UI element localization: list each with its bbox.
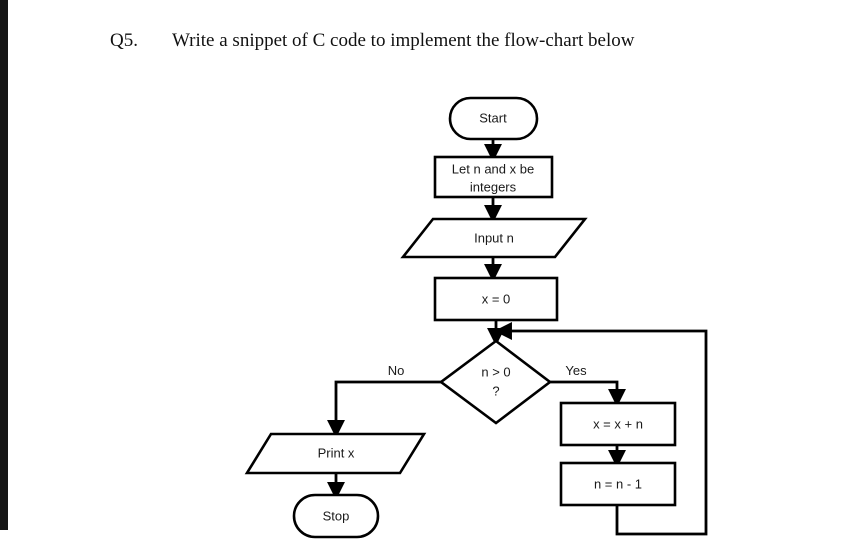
stop-terminator-shape xyxy=(292,493,380,539)
connector-layer xyxy=(327,139,708,536)
decision-diamond-shape xyxy=(438,339,553,425)
accum-process-shape xyxy=(559,401,677,447)
scan-edge-artifact xyxy=(0,0,8,530)
edge-decision-no-to-print xyxy=(327,380,441,438)
page-title: Q5. Write a snippet of C code to implemen… xyxy=(110,30,770,52)
input-parallelogram-shape xyxy=(400,217,588,259)
node-input[interactable]: Input n xyxy=(400,217,588,259)
node-accum[interactable]: x = x + n xyxy=(559,401,677,447)
question-text: Write a snippet of C code to implement t… xyxy=(172,30,635,51)
init-label: x = 0 xyxy=(482,291,511,306)
node-print[interactable]: Print x xyxy=(244,432,427,475)
declare-process-shape xyxy=(433,155,554,199)
decision-label-line2: ? xyxy=(492,383,499,398)
decision-label-line1: n > 0 xyxy=(481,364,510,379)
edge-decr-loopback-to-decision xyxy=(494,322,708,536)
branch-label-yes: Yes xyxy=(565,363,587,378)
decr-label: n = n - 1 xyxy=(594,476,642,491)
input-label: Input n xyxy=(474,230,514,245)
print-parallelogram-shape xyxy=(244,432,427,475)
declare-label-line2: integers xyxy=(470,179,517,194)
start-terminator-shape xyxy=(448,96,539,141)
init-process-shape xyxy=(433,276,559,322)
node-stop[interactable]: Stop xyxy=(292,493,380,539)
accum-label: x = x + n xyxy=(593,416,643,431)
node-start[interactable]: Start xyxy=(448,96,539,141)
node-declare[interactable]: Let n and x be integers xyxy=(433,155,554,199)
decr-process-shape xyxy=(559,461,677,507)
declare-label-line1: Let n and x be xyxy=(452,161,534,176)
start-label: Start xyxy=(479,110,507,125)
print-label: Print x xyxy=(318,445,355,460)
node-init[interactable]: x = 0 xyxy=(433,276,559,322)
node-decision[interactable]: n > 0 ? xyxy=(438,339,553,425)
branch-label-no: No xyxy=(388,363,405,378)
node-decr[interactable]: n = n - 1 xyxy=(559,461,677,507)
edge-decision-yes-to-accum xyxy=(550,380,626,407)
stop-label: Stop xyxy=(323,508,350,523)
question-number: Q5. xyxy=(110,30,138,51)
